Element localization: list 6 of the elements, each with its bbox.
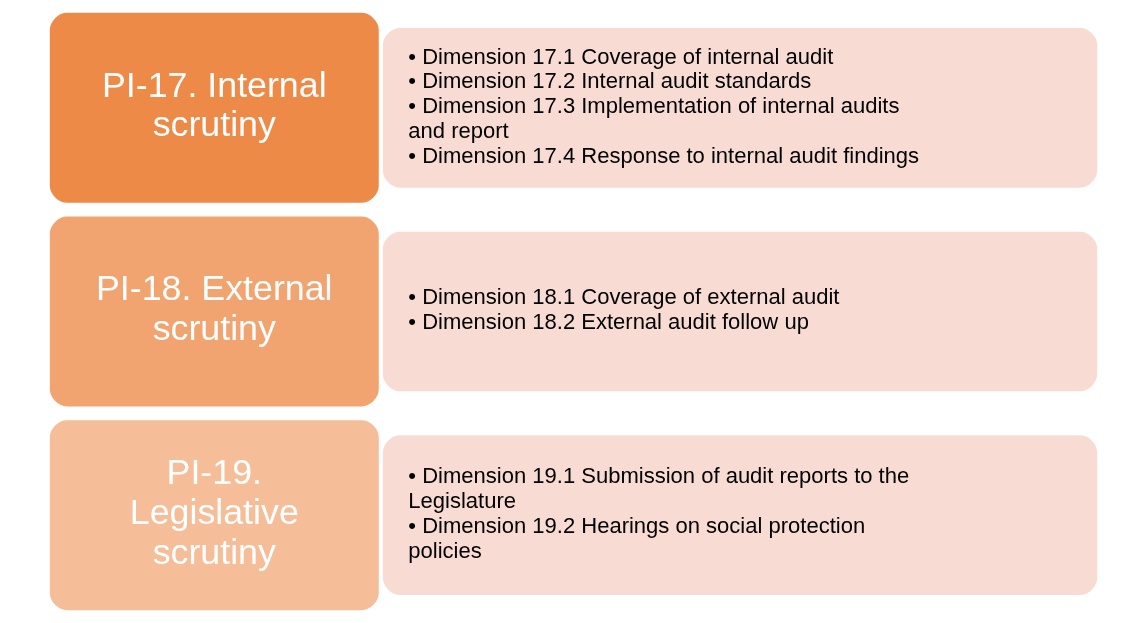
node-box: • Dimension 17.1 Coverage of internal audit • Dimension 17.2 Internal audit standards • Dimension 17.3 Implementation of internal audits and report • Dimension 17.4 Response to internal audit findings	[382, 28, 1098, 188]
node-box: PI-19. Legislative scrutiny	[49, 420, 379, 611]
node-box: PI-18. External scrutiny	[49, 216, 379, 407]
node-box: • Dimension 18.1 Coverage of external audit • Dimension 18.2 External audit follow up	[382, 231, 1098, 392]
node-box: PI-17. Internal scrutiny	[49, 12, 379, 203]
node-box: • Dimension 19.1 Submission of audit reports to the Legislature • Dimension 19.2 Hearings on social protection policies	[382, 435, 1098, 596]
